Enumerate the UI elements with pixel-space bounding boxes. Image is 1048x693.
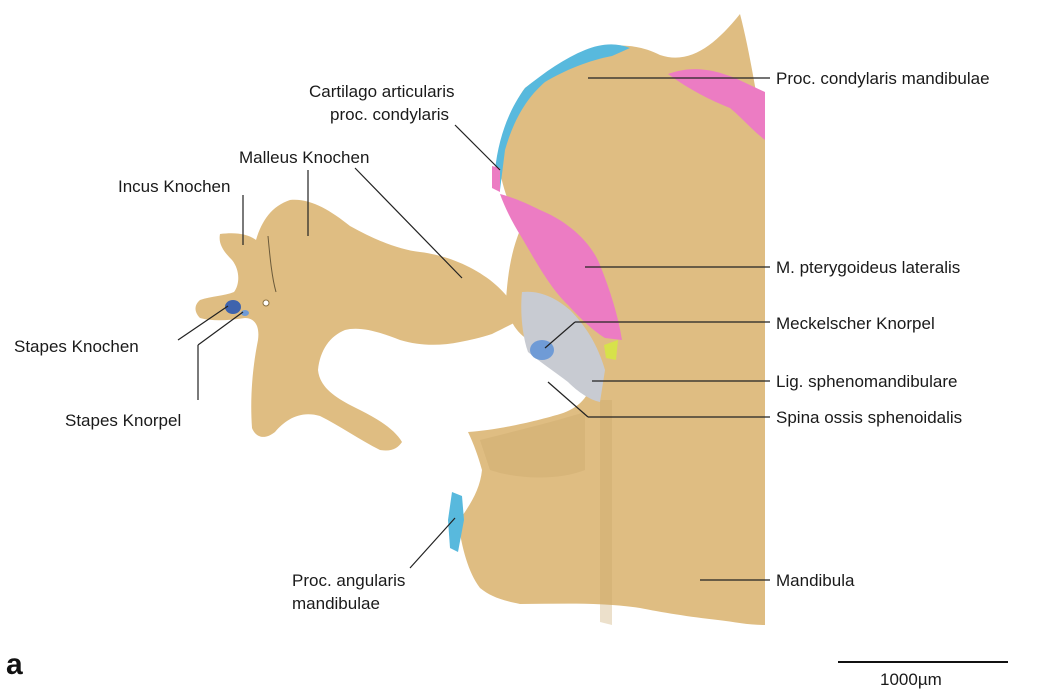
- panel-letter: a: [6, 648, 23, 682]
- label-malleus: Malleus Knochen: [239, 147, 369, 168]
- label-meckel: Meckelscher Knorpel: [776, 313, 935, 334]
- label-pterygoideus: M. pterygoideus lateralis: [776, 257, 960, 278]
- mandibula-shade: [600, 400, 612, 625]
- label-mandibula: Mandibula: [776, 570, 854, 591]
- label-incus: Incus Knochen: [118, 176, 230, 197]
- malleus-incus-bone: [196, 200, 521, 451]
- scale-bar-label: 1000µm: [880, 670, 942, 690]
- label-lig-sphenomandibulare: Lig. sphenomandibulare: [776, 371, 957, 392]
- label-proc-condylaris: Proc. condylaris mandibulae: [776, 68, 990, 89]
- label-spina: Spina ossis sphenoidalis: [776, 407, 962, 428]
- label-cartilago-1: Cartilago articularis: [309, 81, 455, 102]
- leader-cartilago: [455, 125, 500, 170]
- proc-angularis-cartilage: [448, 492, 464, 552]
- label-angularis-1: Proc. angularis: [292, 570, 405, 591]
- cartilago-articularis-pink: [492, 166, 500, 192]
- label-stapes-knorpel: Stapes Knorpel: [65, 410, 181, 431]
- label-stapes-knochen: Stapes Knochen: [14, 336, 139, 357]
- stapes-footplate: [263, 300, 269, 306]
- label-angularis-2: mandibulae: [292, 593, 380, 614]
- label-cartilago-2: proc. condylaris: [330, 104, 449, 125]
- leader-angularis: [410, 518, 455, 568]
